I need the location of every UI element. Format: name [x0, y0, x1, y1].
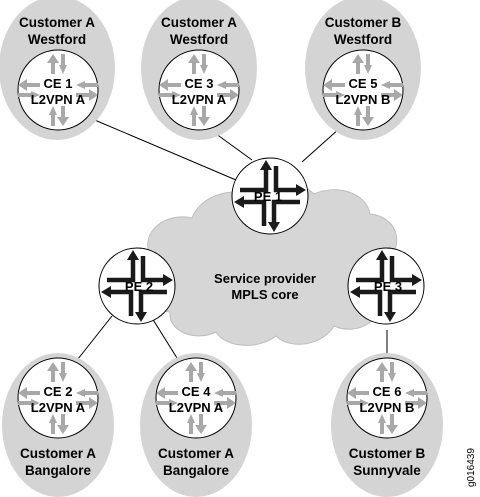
ce-name: CE 3: [185, 76, 214, 91]
ce-vpn: L2VPN B: [336, 92, 391, 107]
site-title-line2: Westford: [334, 32, 392, 47]
ce-vpn: L2VPN A: [31, 400, 86, 415]
pe-router-circle: [347, 247, 425, 325]
ce-vpn: L2VPN A: [172, 92, 227, 107]
core-label-line2: MPLS core: [231, 287, 298, 302]
site-title-line2: Sunnyvale: [353, 463, 421, 478]
site-title-line1: Customer A: [20, 446, 96, 461]
pe-router-1: PE 1: [231, 157, 309, 235]
ce-name: CE 4: [182, 384, 212, 399]
site-title-line1: Customer B: [349, 446, 426, 461]
site-ce2: CE 2 L2VPN A Customer A Bangalore: [2, 353, 114, 497]
pe-router-circle: [98, 247, 176, 325]
ce-vpn: L2VPN B: [360, 400, 415, 415]
pe-name: PE 1: [254, 189, 282, 204]
ce-router: [155, 357, 237, 439]
site-ce4: CE 4 L2VPN A Customer A Bangalore: [140, 353, 252, 497]
ce-router: [346, 357, 428, 439]
site-title-line1: Customer B: [325, 15, 402, 30]
pe-name: PE 2: [125, 279, 153, 294]
site-title-line2: Westford: [170, 32, 228, 47]
ce-name: CE 6: [373, 384, 402, 399]
link-ce1-pe1: [89, 117, 237, 181]
ce-vpn: L2VPN A: [31, 92, 86, 107]
pe-router-circle: [231, 157, 309, 235]
core-label-line1: Service provider: [214, 271, 316, 286]
pe-name: PE 3: [374, 279, 402, 294]
ce-name: CE 1: [44, 76, 73, 91]
pe-router-3: PE 3: [347, 247, 425, 325]
site-title-line1: Customer A: [161, 15, 237, 30]
ce-router: [17, 49, 99, 131]
ce-router: [158, 49, 240, 131]
site-title-line2: Bangalore: [25, 463, 92, 478]
site-title-line1: Customer A: [19, 15, 95, 30]
link-ce5-pe1: [301, 127, 341, 163]
site-ce5: Customer B Westford CE 5 L2VPN B: [305, 0, 421, 140]
site-title-line1: Customer A: [158, 446, 234, 461]
pe-router-2: PE 2: [98, 247, 176, 325]
ce-name: CE 2: [44, 384, 73, 399]
ce-name: CE 5: [349, 76, 378, 91]
site-title-line2: Bangalore: [163, 463, 230, 478]
ce-vpn: L2VPN A: [169, 400, 224, 415]
site-ce1: Customer A Westford CE 1 L2VPN A: [0, 0, 115, 140]
figure-id: g016439: [466, 448, 477, 487]
ce-router: [17, 357, 99, 439]
ce-router: [322, 49, 404, 131]
site-title-line2: Westford: [28, 32, 86, 47]
link-pe2-ce2: [73, 315, 113, 365]
site-ce3: Customer A Westford CE 3 L2VPN A: [141, 0, 257, 140]
site-ce6: CE 6 L2VPN B Customer B Sunnyvale: [331, 353, 443, 497]
